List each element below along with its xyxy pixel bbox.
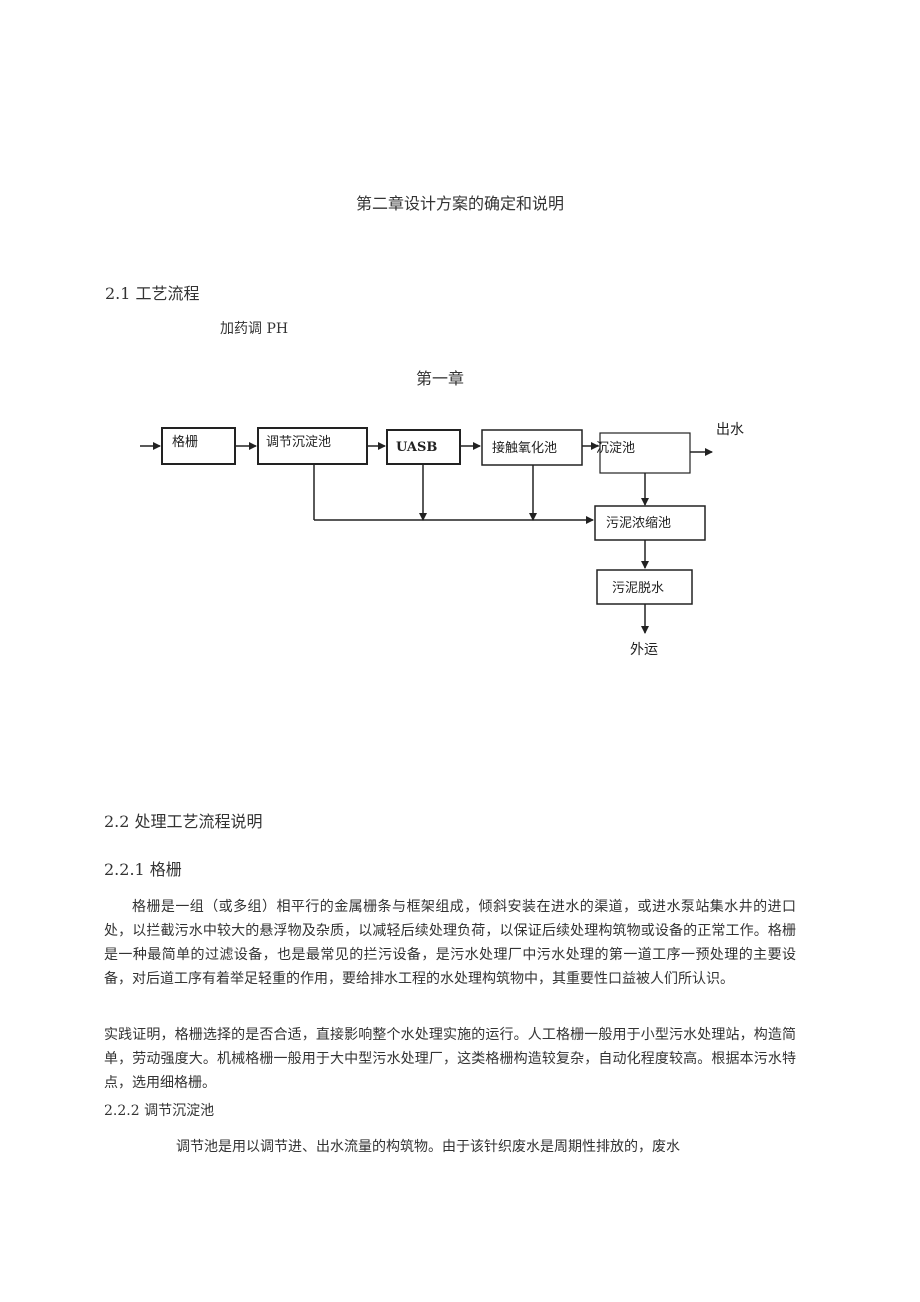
box-contact-oxidation: [481, 429, 583, 466]
box-uasb: [386, 429, 461, 465]
diagram-caption: 第一章: [415, 369, 464, 388]
label-sludge-thickener: 污泥浓缩池: [606, 515, 671, 531]
section-heading-2-1: 2.1 工艺流程: [105, 284, 200, 303]
process-flow-diagram: 格栅 调节沉淀池 UASB 接触氧化池 沉淀池 污泥浓缩池 污泥脱水 出水 外运: [140, 422, 744, 658]
box-grille: [161, 427, 236, 465]
chapter-title: 第二章设计方案的确定和说明: [355, 194, 564, 213]
box-regulating-tank: [257, 427, 368, 465]
paragraph-grille-intro: 格栅是一组（或多组）相平行的金属栅条与框架组成，倾斜安装在进水的渠道，或进水泵站…: [104, 899, 796, 987]
label-transport: 外运: [630, 642, 658, 658]
label-grille: 格栅: [172, 434, 198, 450]
paragraph-regulating-tank: 调节池是用以调节进、出水流量的构筑物。由于该针织废水是周期性排放的，废水: [176, 1139, 680, 1155]
section-heading-2-2: 2.2 处理工艺流程说明: [104, 812, 263, 831]
paragraph-grille-selection: 实践证明，格栅选择的是否合适，直接影响整个水处理实施的运行。人工格栅一般用于小型…: [104, 1027, 796, 1091]
box-settling-tank: [599, 432, 691, 474]
label-sludge-dewatering: 污泥脱水: [612, 581, 664, 596]
box-sludge-thickener: [594, 505, 706, 541]
section-heading-2-2-2: 2.2.2 调节沉淀池: [104, 1103, 215, 1119]
label-outlet: 出水: [716, 422, 744, 438]
label-settling-tank: 沉淀池: [596, 441, 635, 456]
label-regulating-tank: 调节沉淀池: [266, 435, 331, 450]
label-uasb: UASB: [396, 440, 437, 455]
box-sludge-dewatering: [596, 569, 693, 605]
section-heading-2-2-1: 2.2.1 格栅: [104, 860, 182, 879]
dosing-label: 加药调 PH: [220, 321, 289, 337]
label-contact-oxidation: 接触氧化池: [492, 440, 557, 456]
